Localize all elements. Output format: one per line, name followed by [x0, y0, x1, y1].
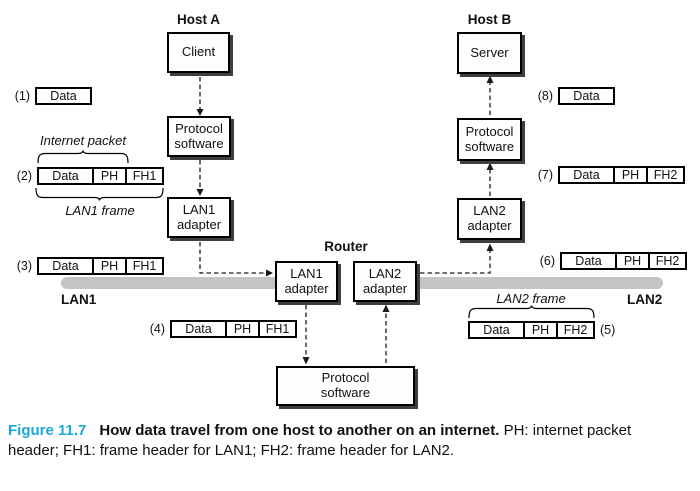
lan2-adapter-box-host-b: LAN2 adapter: [457, 198, 522, 240]
packet-8-number: (8): [537, 89, 553, 103]
fh1-segment: FH1: [125, 257, 164, 275]
lan1-bus-bar: [61, 277, 303, 289]
dashed-line-lan1-adapter-to-router: [199, 242, 265, 274]
lan2-adapter-label: LAN2 adapter: [362, 265, 408, 296]
arrowhead-up-into-router-lan2: [382, 304, 390, 312]
packet-4-number: (4): [149, 322, 165, 336]
packet-7: (7) Data PH FH2: [533, 166, 685, 184]
lan2-label: LAN2: [627, 292, 663, 307]
lan1-adapter-label: LAN1 adapter: [176, 201, 222, 232]
lan2-frame-label: LAN2 frame: [496, 291, 566, 306]
client-box: Client: [167, 32, 230, 73]
packet-1-boxes: Data: [35, 87, 92, 105]
data-segment: Data: [558, 87, 615, 105]
figure-caption: Figure 11.7 How data travel from one host…: [8, 421, 673, 461]
packet-2: (2) Data PH FH1: [12, 167, 164, 185]
server-box: Server: [457, 32, 522, 74]
arrowhead-up-into-protocol-b: [486, 162, 494, 170]
arrowhead-down-into-protocol-a: [196, 109, 204, 116]
client-box-label: Client: [181, 44, 216, 60]
packet-5-number: (5): [600, 323, 616, 337]
packet-7-number: (7): [537, 168, 553, 182]
data-segment: Data: [560, 252, 617, 270]
ph-segment: PH: [92, 257, 127, 275]
lan1-adapter-label: LAN1 adapter: [284, 265, 329, 296]
figure-caption-title: How data travel from one host to another…: [99, 422, 500, 439]
brace-lan2-frame: [468, 305, 595, 319]
protocol-software-label: Protocol software: [320, 370, 371, 400]
arrowhead-down-into-lan1-adapter: [196, 189, 204, 196]
data-segment: Data: [35, 87, 92, 105]
packet-1: (1) Data: [10, 87, 92, 105]
protocol-software-box-host-a: Protocol software: [167, 116, 231, 157]
fh2-segment: FH2: [648, 252, 687, 270]
dashed-line-router-lan2-to-hostb: [420, 251, 491, 274]
data-segment: Data: [558, 166, 615, 184]
packet-2-boxes: Data PH FH1: [37, 167, 164, 185]
packet-4-boxes: Data PH FH1: [170, 320, 297, 338]
lan1-frame-label: LAN1 frame: [65, 203, 135, 218]
packet-6: (6) Data PH FH2: [535, 252, 687, 270]
router-lan2-adapter-box: LAN2 adapter: [353, 261, 417, 302]
packet-5: Data PH FH2 (5): [468, 321, 620, 339]
ph-segment: PH: [225, 320, 260, 338]
ph-segment: PH: [523, 321, 558, 339]
ph-segment: PH: [613, 166, 648, 184]
ph-segment: PH: [615, 252, 650, 270]
packet-7-boxes: Data PH FH2: [558, 166, 685, 184]
arrowhead-down-into-router-protocol: [302, 357, 310, 365]
fh2-segment: FH2: [646, 166, 685, 184]
lan1-adapter-box-host-a: LAN1 adapter: [167, 197, 231, 238]
lan2-adapter-label: LAN2 adapter: [467, 203, 512, 233]
fh2-segment: FH2: [556, 321, 595, 339]
router-label: Router: [324, 239, 368, 254]
lan1-label: LAN1: [61, 292, 97, 307]
fh1-segment: FH1: [258, 320, 297, 338]
brace-internet-packet: [37, 150, 129, 164]
arrowhead-up-into-server: [486, 75, 494, 83]
figure-caption-text: PH: internet packet header; FH1: frame h…: [8, 422, 632, 459]
host-b-label: Host B: [467, 12, 512, 27]
server-box-label: Server: [470, 44, 509, 60]
router-protocol-software-box: Protocol software: [276, 366, 415, 406]
protocol-software-label: Protocol software: [464, 123, 515, 154]
protocol-software-box-host-b: Protocol software: [457, 118, 522, 161]
packet-1-number: (1): [14, 89, 30, 103]
arrowhead-right-into-router-lan1: [266, 269, 273, 277]
data-segment: Data: [468, 321, 525, 339]
packet-5-boxes: Data PH FH2: [468, 321, 595, 339]
data-segment: Data: [37, 167, 94, 185]
arrowhead-up-into-hostb-lan2: [486, 243, 494, 251]
packet-8-boxes: Data: [558, 87, 615, 105]
brace-lan1-frame: [35, 187, 164, 201]
protocol-software-label: Protocol software: [174, 120, 224, 151]
data-segment: Data: [37, 257, 94, 275]
router-lan1-adapter-box: LAN1 adapter: [275, 261, 338, 302]
internet-packet-label: Internet packet: [40, 133, 126, 148]
packet-6-boxes: Data PH FH2: [560, 252, 687, 270]
host-a-label: Host A: [177, 12, 220, 27]
packet-3: (3) Data PH FH1: [12, 257, 164, 275]
fh1-segment: FH1: [125, 167, 164, 185]
packet-2-number: (2): [16, 169, 32, 183]
packet-3-number: (3): [16, 259, 32, 273]
lan2-bus-bar: [412, 277, 663, 289]
ph-segment: PH: [92, 167, 127, 185]
packet-4: (4) Data PH FH1: [145, 320, 297, 338]
packet-3-boxes: Data PH FH1: [37, 257, 164, 275]
figure-number-label: Figure 11.7: [8, 422, 87, 439]
data-segment: Data: [170, 320, 227, 338]
packet-8: (8) Data: [533, 87, 615, 105]
packet-6-number: (6): [539, 254, 555, 268]
